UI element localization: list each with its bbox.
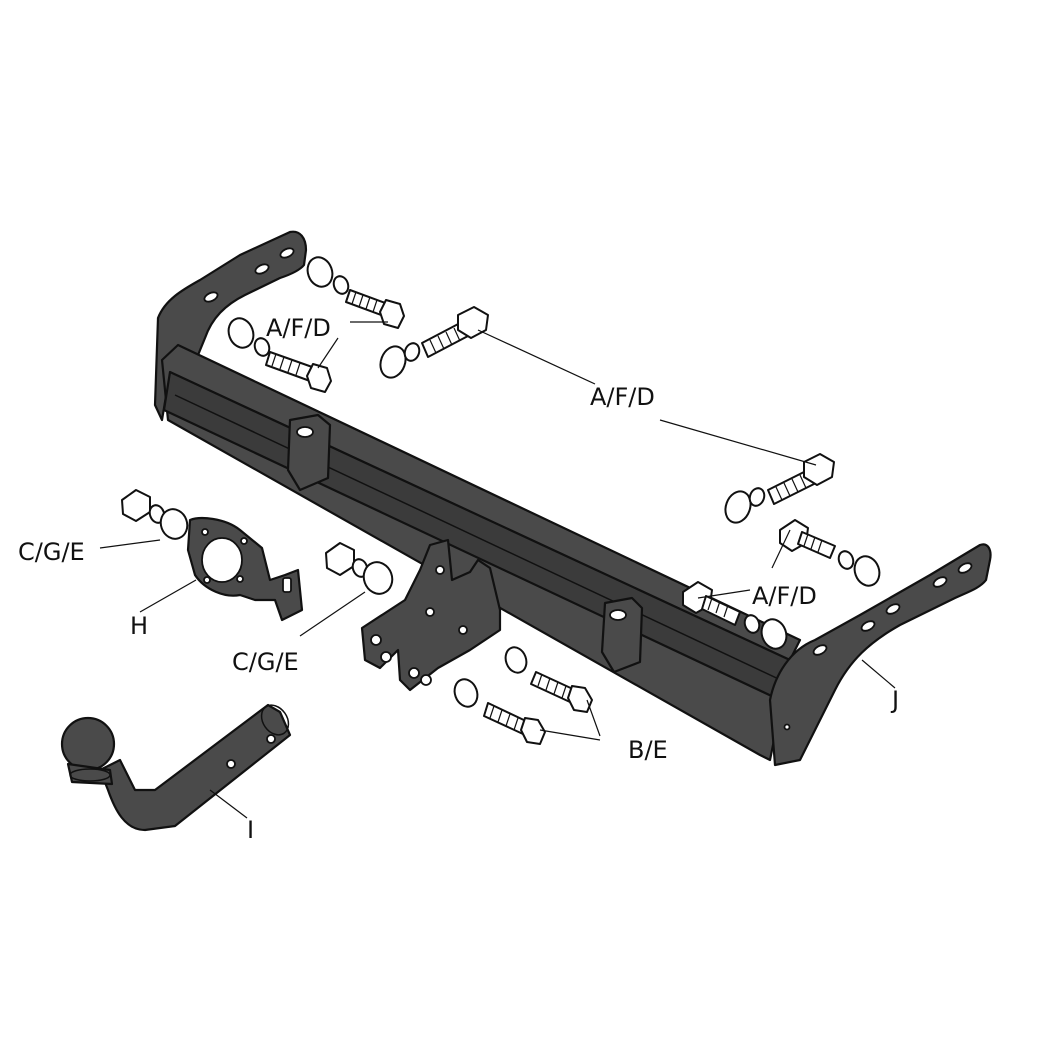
- label-cge-center: C/G/E: [232, 648, 299, 676]
- tow-ball-neck: [60, 703, 292, 832]
- leader-lines: [99, 321, 896, 819]
- bolt-set-top-left-1: [306, 256, 405, 329]
- nut-set-left: [121, 489, 189, 540]
- bolt-set-right-upper: [724, 453, 835, 524]
- left-side-bracket: [153, 230, 308, 422]
- bolt-set-top-center: [379, 306, 489, 379]
- center-mount-plates: [360, 538, 502, 692]
- bolt-set-be-lower: [453, 678, 546, 745]
- label-afd-right: A/F/D: [752, 582, 817, 610]
- bolt-set-right-lower: [682, 581, 788, 650]
- beam-strap-right: [600, 596, 644, 674]
- beam-strap-left: [286, 413, 332, 492]
- socket-plate: [186, 517, 304, 622]
- label-be: B/E: [628, 736, 668, 764]
- label-afd-top-left: A/F/D: [266, 314, 331, 342]
- label-afd-top-center: A/F/D: [590, 383, 655, 411]
- label-i: I: [247, 816, 254, 844]
- label-h: H: [130, 612, 148, 640]
- bolt-set-top-left-2: [227, 317, 332, 393]
- bolt-set-right-middle: [779, 519, 881, 587]
- bolt-set-be-upper: [504, 646, 593, 713]
- label-j: J: [890, 686, 899, 714]
- right-side-bracket: [768, 543, 992, 767]
- nut-set-center: [325, 542, 394, 595]
- label-cge-left: C/G/E: [18, 538, 85, 566]
